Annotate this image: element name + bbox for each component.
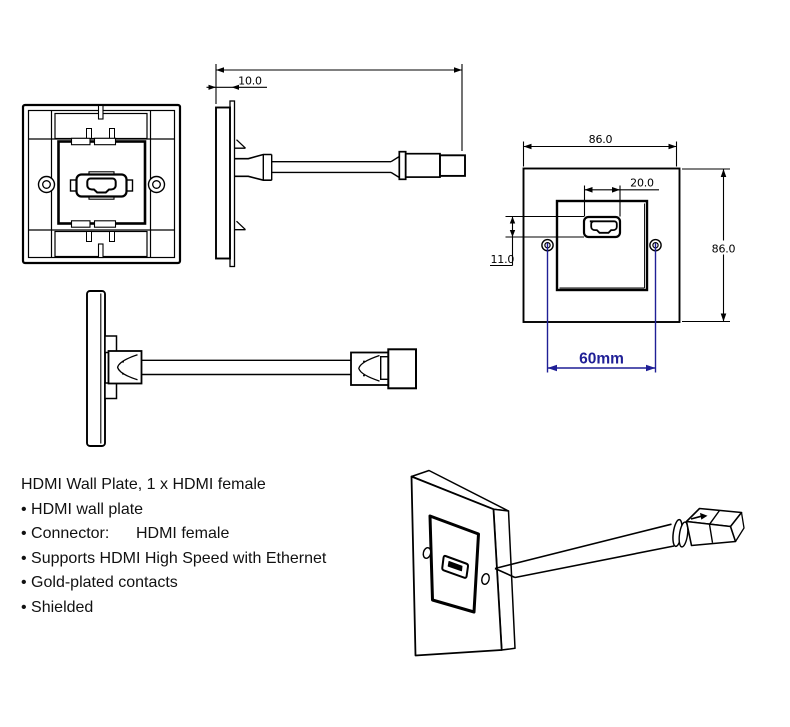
description-line: • HDMI wall plate: [21, 500, 144, 518]
rear-screw-boss-right: [147, 175, 166, 194]
hdmi-port-icon: [589, 220, 618, 234]
plug-section-divider: [708, 510, 721, 543]
side-hdmi-plug: [390, 150, 466, 181]
hdmi-port-icon: [86, 177, 117, 194]
description-line: • Shielded: [21, 598, 94, 616]
top-plate-profile: [86, 290, 106, 447]
description-line: • Gold-plated contacts: [21, 574, 178, 592]
side-spring-clip-bottom: [234, 220, 246, 231]
side-spring-clip-top: [234, 139, 246, 149]
top-hdmi-plug: [350, 348, 417, 390]
side-plate-profile: [215, 106, 231, 260]
rear-module-tab: [93, 220, 117, 228]
side-cable: [271, 161, 391, 174]
rear-module-tab: [93, 137, 117, 146]
top-view-drawing: [86, 290, 417, 447]
rear-module-tab: [70, 137, 91, 146]
persp-screw-hole-right: [481, 572, 490, 586]
top-mount-tab: [104, 335, 118, 354]
description-line: • Supports HDMI High Speed with Ethernet: [21, 549, 327, 567]
front-module-frame-inner-edge: [559, 203, 645, 289]
dimension-label-port-cutout-width: 20.0: [630, 176, 654, 189]
persp-hdmi-port-icon: [447, 561, 463, 572]
description-line: • Connector: HDMI female: [21, 525, 230, 543]
rear-bottom-notch: [86, 231, 92, 242]
dimension-plate-width: 86.0: [522, 133, 678, 167]
persp-cable: [494, 523, 675, 579]
front-module-frame: [555, 199, 649, 292]
plug-arrow-head: [700, 512, 708, 520]
persp-hdmi-plug: [672, 507, 745, 548]
perspective-view-drawing: [410, 469, 745, 657]
front-hdmi-connector: [582, 215, 622, 239]
dimension-port-cutout-height: 11.0: [490, 215, 584, 267]
product-description: HDMI Wall Plate, 1 x HDMI female • HDMI …: [21, 473, 441, 621]
top-cable: [141, 359, 351, 376]
rear-top-center-slot: [97, 104, 104, 120]
rear-top-notch: [109, 128, 115, 139]
top-cable-boot: [107, 350, 143, 385]
plug-arrow-mark: [690, 515, 702, 520]
side-cable-boot: [234, 153, 273, 181]
side-view-drawing: 10.0: [206, 64, 466, 268]
rear-bottom-center-slot: [97, 243, 104, 259]
dimension-port-cutout-width: 20.0: [583, 176, 659, 217]
dimension-label-port-cutout-height: 11.0: [491, 253, 515, 266]
rear-bottom-notch: [109, 231, 115, 242]
dimension-label-mask: [710, 240, 737, 255]
dimension-overall-depth: [215, 64, 463, 151]
dimension-label-plate-height: 86.0: [712, 243, 736, 256]
rear-top-notch: [86, 128, 92, 139]
persp-screw-hole-left: [422, 546, 432, 560]
rear-view-drawing: [21, 103, 182, 265]
rear-module-tab: [70, 220, 91, 228]
dimension-plate-height: 86.0: [682, 168, 737, 323]
dimension-screw-hole-spacing: 60mm: [546, 243, 657, 373]
dimension-label-plate-width: 86.0: [589, 133, 613, 146]
dimension-label-screw-hole-spacing: 60mm: [579, 351, 624, 368]
top-mount-tab: [104, 382, 118, 400]
product-title: HDMI Wall Plate, 1 x HDMI female: [21, 476, 266, 493]
rear-screw-boss-left: [37, 175, 56, 194]
rear-hdmi-connector: [69, 171, 134, 200]
dimension-label-plate-thickness: 10.0: [238, 75, 262, 88]
front-view-drawing: 86.0 86.0 20.0 11.0 60mm: [490, 133, 737, 373]
plug-end-face: [734, 512, 745, 542]
dimension-plate-thickness: 10.0: [206, 75, 267, 90]
